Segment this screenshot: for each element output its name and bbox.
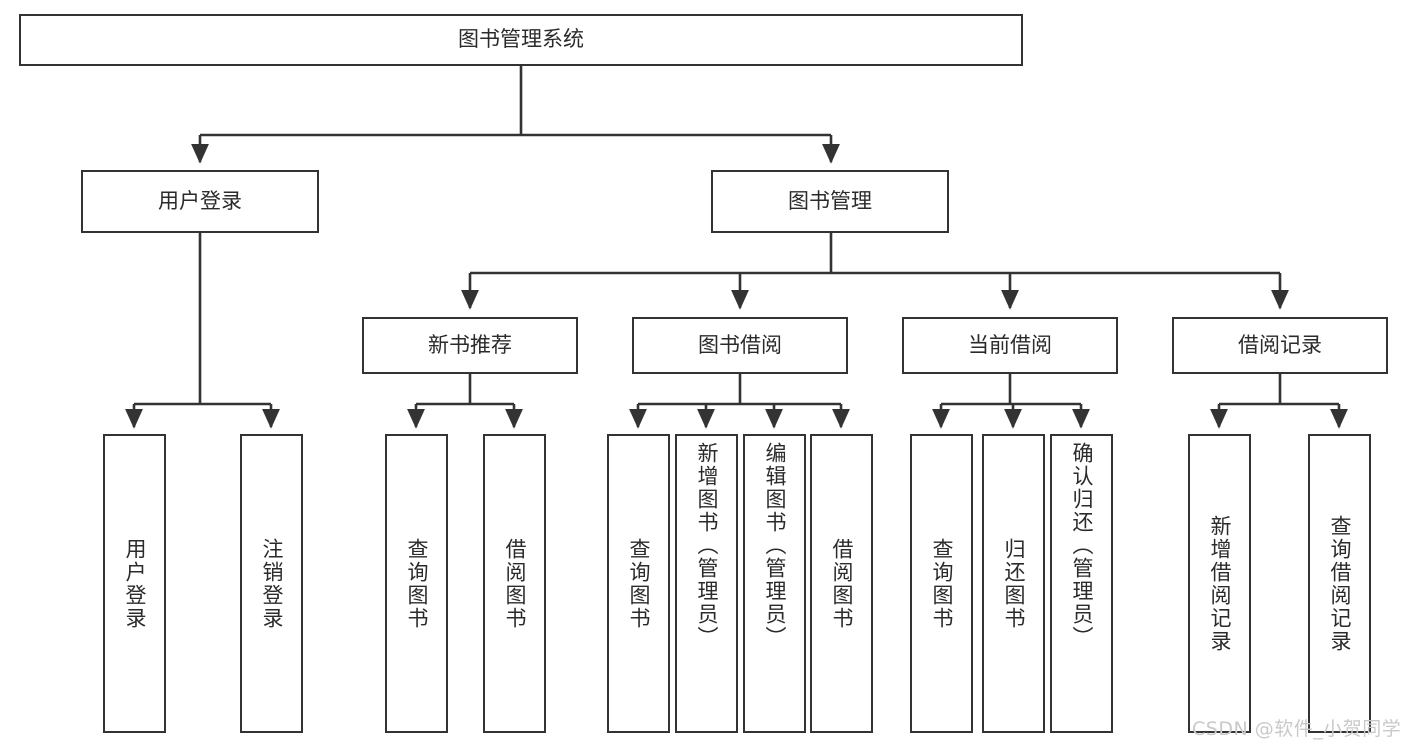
node-leaf-query-book-3-label: 查询图书: [930, 537, 954, 630]
node-user-login-label: 用户登录: [158, 188, 242, 213]
node-leaf-query-book-2[interactable]: 查询图书: [607, 434, 670, 733]
node-book-manage-label: 图书管理: [788, 188, 872, 213]
node-leaf-add-borrow-record[interactable]: 新增借阅记录: [1188, 434, 1251, 733]
node-borrow-record[interactable]: 借阅记录: [1172, 317, 1388, 374]
node-leaf-borrow-book-1-label: 借阅图书: [503, 537, 527, 630]
node-user-login[interactable]: 用户登录: [81, 170, 319, 233]
node-book-borrow-label: 图书借阅: [698, 332, 782, 357]
node-leaf-query-book-3[interactable]: 查询图书: [910, 434, 973, 733]
node-leaf-query-borrow-record-label: 查询借阅记录: [1328, 514, 1352, 653]
node-book-borrow[interactable]: 图书借阅: [632, 317, 848, 374]
csdn-watermark: CSDN @软件_小贺同学: [1192, 718, 1402, 740]
node-new-book-recommend-label: 新书推荐: [428, 332, 512, 357]
node-leaf-logout-login[interactable]: 注销登录: [240, 434, 303, 733]
node-leaf-query-borrow-record[interactable]: 查询借阅记录: [1308, 434, 1371, 733]
node-leaf-user-login[interactable]: 用户登录: [103, 434, 166, 733]
node-current-borrow-label: 当前借阅: [968, 332, 1052, 357]
node-leaf-add-book-label: 新增图书（管理员）: [695, 442, 719, 649]
node-leaf-query-book-2-label: 查询图书: [627, 537, 651, 630]
node-new-book-recommend[interactable]: 新书推荐: [362, 317, 578, 374]
node-root-label: 图书管理系统: [458, 27, 584, 52]
node-leaf-query-book-1[interactable]: 查询图书: [385, 434, 448, 733]
node-leaf-logout-login-label: 注销登录: [260, 537, 284, 630]
node-leaf-edit-book[interactable]: 编辑图书（管理员）: [743, 434, 806, 733]
node-leaf-borrow-book-2[interactable]: 借阅图书: [810, 434, 873, 733]
node-leaf-query-book-1-label: 查询图书: [405, 537, 429, 630]
node-leaf-add-book[interactable]: 新增图书（管理员）: [675, 434, 738, 733]
node-leaf-borrow-book-2-label: 借阅图书: [830, 537, 854, 630]
node-leaf-add-borrow-record-label: 新增借阅记录: [1208, 514, 1232, 653]
node-book-manage[interactable]: 图书管理: [711, 170, 949, 233]
node-root[interactable]: 图书管理系统: [19, 14, 1023, 66]
node-leaf-user-login-label: 用户登录: [123, 537, 147, 630]
node-borrow-record-label: 借阅记录: [1238, 332, 1322, 357]
node-leaf-confirm-return[interactable]: 确认归还（管理员）: [1050, 434, 1113, 733]
node-leaf-edit-book-label: 编辑图书（管理员）: [763, 442, 787, 649]
node-leaf-return-book[interactable]: 归还图书: [982, 434, 1045, 733]
node-leaf-borrow-book-1[interactable]: 借阅图书: [483, 434, 546, 733]
node-leaf-return-book-label: 归还图书: [1002, 537, 1026, 630]
node-leaf-confirm-return-label: 确认归还（管理员）: [1070, 442, 1094, 649]
node-current-borrow[interactable]: 当前借阅: [902, 317, 1118, 374]
